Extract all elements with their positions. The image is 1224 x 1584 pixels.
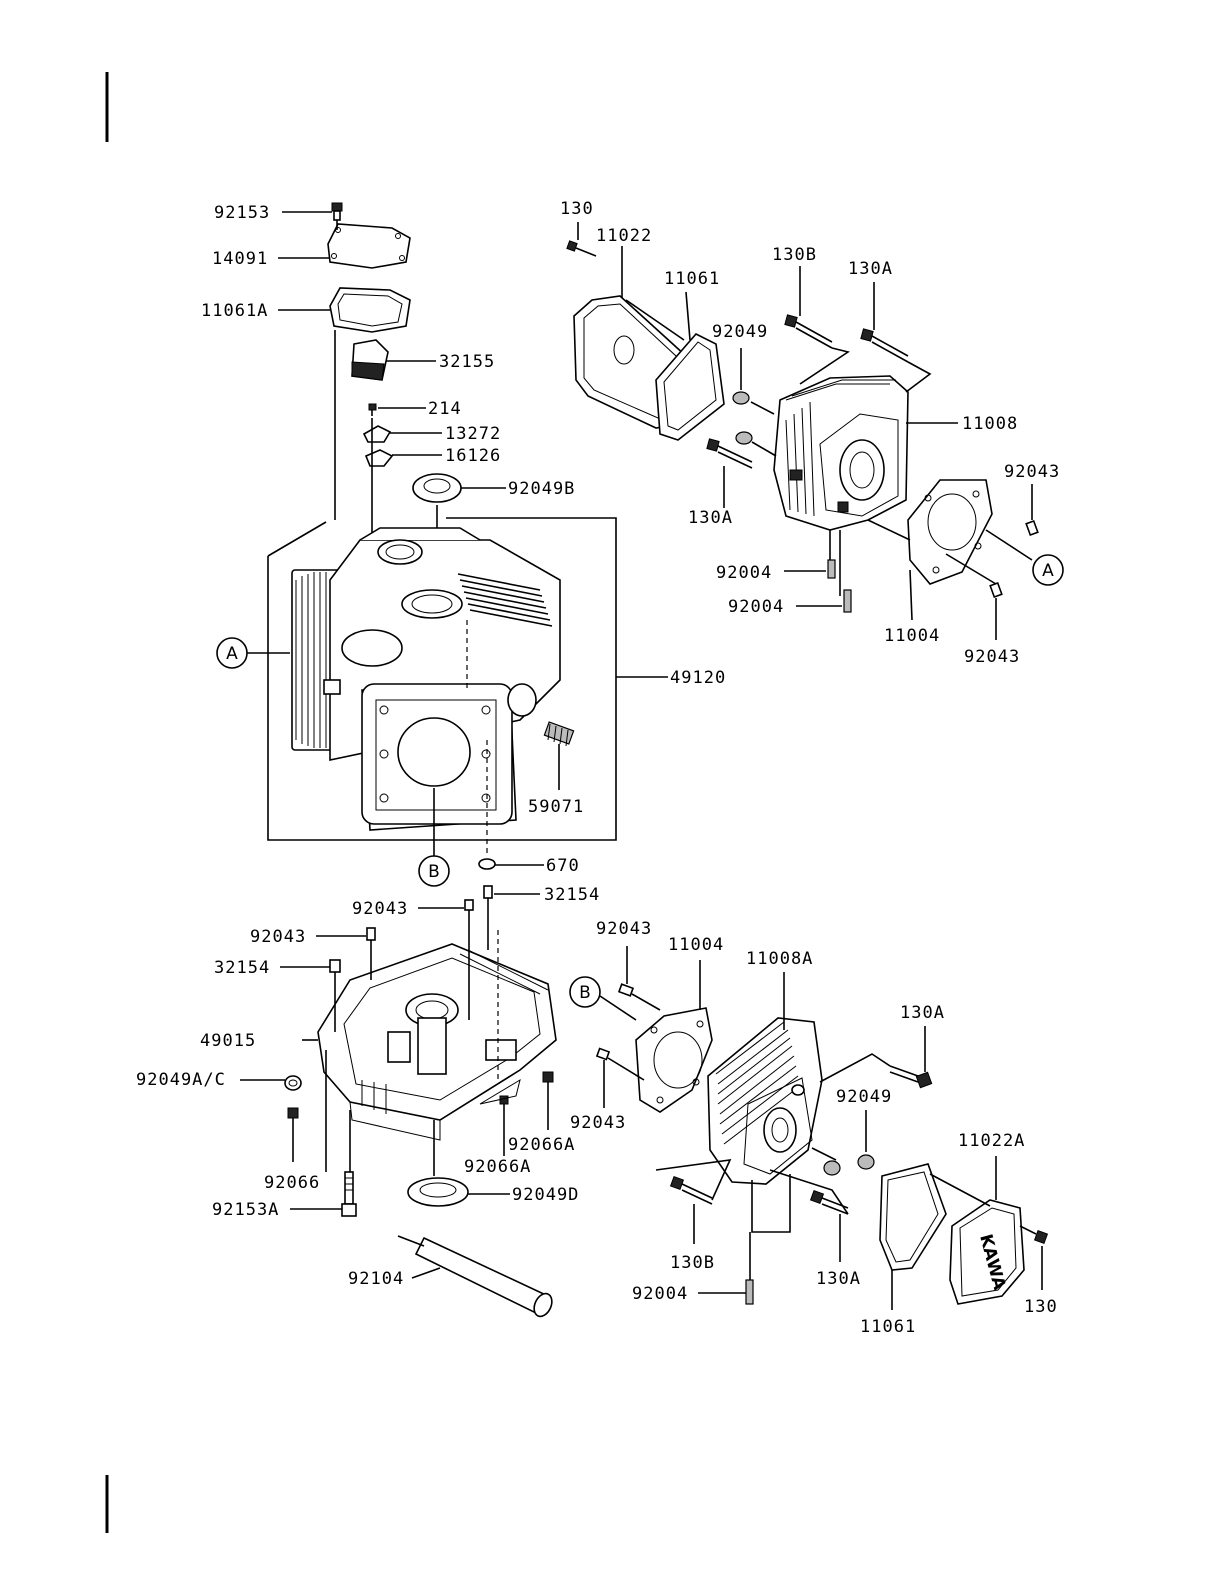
label-11022: 11022 bbox=[596, 226, 652, 246]
label-49120: 49120 bbox=[670, 668, 726, 688]
stud-92004-a[interactable] bbox=[828, 560, 835, 578]
bolt-130A-top[interactable] bbox=[861, 329, 908, 362]
label-32154-a: 32154 bbox=[544, 885, 600, 905]
label-92049D: 92049D bbox=[512, 1185, 579, 1205]
label-130A-top: 130A bbox=[848, 259, 893, 279]
crankcase-49120[interactable] bbox=[292, 528, 560, 830]
label-130B-top: 130B bbox=[772, 245, 817, 265]
label-11061A: 11061A bbox=[201, 301, 268, 321]
callout-A-left: A bbox=[217, 638, 290, 668]
oil-seal-92049D[interactable] bbox=[408, 1178, 468, 1206]
crankcase-cover-49015[interactable] bbox=[318, 944, 556, 1140]
label-214: 214 bbox=[428, 399, 462, 419]
head-gasket-11004-bottom[interactable] bbox=[636, 1008, 712, 1112]
oil-seal-92049B[interactable] bbox=[413, 474, 461, 502]
label-92043-b4: 92043 bbox=[570, 1113, 626, 1133]
dowel-92043-b2[interactable] bbox=[367, 928, 375, 940]
svg-text:B: B bbox=[579, 983, 591, 1003]
label-11008: 11008 bbox=[962, 414, 1018, 434]
label-92004-a: 92004 bbox=[716, 563, 772, 583]
svg-text:A: A bbox=[226, 644, 238, 664]
spring-59071[interactable] bbox=[544, 722, 573, 746]
gasket-11061-bottom[interactable] bbox=[880, 1164, 946, 1270]
label-14091: 14091 bbox=[212, 249, 268, 269]
bolt-92153[interactable] bbox=[332, 203, 342, 220]
label-130A-mid: 130A bbox=[688, 508, 733, 528]
gasket-11061A[interactable] bbox=[330, 288, 410, 332]
oil-seal-92049-top[interactable] bbox=[733, 392, 752, 444]
label-92043-r1: 92043 bbox=[1004, 462, 1060, 482]
svg-text:B: B bbox=[428, 862, 440, 882]
plug-92066[interactable] bbox=[288, 1108, 298, 1118]
label-670: 670 bbox=[546, 856, 580, 876]
label-130A-b2: 130A bbox=[816, 1269, 861, 1289]
label-92049-top: 92049 bbox=[712, 322, 768, 342]
reed-valve-32155[interactable] bbox=[352, 340, 388, 380]
head-gasket-11004-top[interactable] bbox=[908, 480, 992, 584]
dowel-92043-r1[interactable] bbox=[1026, 521, 1038, 535]
label-49015: 49015 bbox=[200, 1031, 256, 1051]
label-92049B: 92049B bbox=[508, 479, 575, 499]
label-130A-b1: 130A bbox=[900, 1003, 945, 1023]
label-11061-top: 11061 bbox=[664, 269, 720, 289]
screw-214[interactable] bbox=[369, 404, 376, 416]
label-92049AC: 92049A/C bbox=[136, 1070, 226, 1090]
bolt-130-top[interactable] bbox=[567, 241, 596, 256]
label-130-bottom: 130 bbox=[1024, 1297, 1058, 1317]
label-130-top: 130 bbox=[560, 199, 594, 219]
label-92043-b1: 92043 bbox=[352, 899, 408, 919]
cover-plate-14091[interactable] bbox=[328, 224, 410, 268]
label-11004-top: 11004 bbox=[884, 626, 940, 646]
label-59071: 59071 bbox=[528, 797, 584, 817]
label-92004-b: 92004 bbox=[728, 597, 784, 617]
label-92066A-a: 92066A bbox=[508, 1135, 575, 1155]
label-92043-b2: 92043 bbox=[250, 927, 306, 947]
label-92004-c: 92004 bbox=[632, 1284, 688, 1304]
collar-32154-b[interactable] bbox=[330, 960, 340, 972]
dowel-92043-b4[interactable] bbox=[597, 1049, 609, 1060]
label-16126: 16126 bbox=[445, 446, 501, 466]
bolt-92153A[interactable] bbox=[342, 1172, 356, 1216]
plate-13272[interactable] bbox=[364, 426, 390, 442]
label-11022A: 11022A bbox=[958, 1131, 1025, 1151]
label-11061-bottom: 11061 bbox=[860, 1317, 916, 1337]
plug-92066A-a[interactable] bbox=[543, 1072, 553, 1082]
dowel-92043-r2[interactable] bbox=[990, 583, 1002, 597]
label-92043-b3: 92043 bbox=[596, 919, 652, 939]
callout-B-top: B bbox=[419, 856, 449, 886]
label-32154-b: 32154 bbox=[214, 958, 270, 978]
dowel-92043-b3[interactable] bbox=[619, 984, 633, 996]
label-92153: 92153 bbox=[214, 203, 270, 223]
o-ring-670[interactable] bbox=[479, 859, 495, 869]
label-92066A-b: 92066A bbox=[464, 1157, 531, 1177]
callout-B-bottom: B bbox=[570, 977, 636, 1020]
oil-seal-92049AC[interactable] bbox=[285, 1076, 301, 1090]
label-92104: 92104 bbox=[348, 1269, 404, 1289]
rocker-cover-11022A[interactable]: KAWA bbox=[950, 1200, 1024, 1304]
collar-32154-a[interactable] bbox=[484, 886, 492, 898]
label-32155: 32155 bbox=[439, 352, 495, 372]
bolt-130A-b2[interactable] bbox=[811, 1191, 848, 1214]
bolt-130B-bottom[interactable] bbox=[671, 1177, 712, 1204]
label-92153A: 92153A bbox=[212, 1200, 279, 1220]
label-130B-bottom: 130B bbox=[670, 1253, 715, 1273]
stud-92004-b[interactable] bbox=[844, 590, 851, 612]
svg-text:A: A bbox=[1042, 561, 1054, 581]
label-11004-bottom: 11004 bbox=[668, 935, 724, 955]
cylinder-head-11008A[interactable] bbox=[708, 1018, 822, 1184]
label-13272: 13272 bbox=[445, 424, 501, 444]
sealant-tube-92104[interactable] bbox=[398, 1236, 555, 1319]
bolt-130-bottom[interactable] bbox=[1020, 1226, 1047, 1243]
label-92043-r2: 92043 bbox=[964, 647, 1020, 667]
callout-A-right: A bbox=[1033, 555, 1063, 585]
plate-16126[interactable] bbox=[366, 450, 392, 466]
label-92049-bottom: 92049 bbox=[836, 1087, 892, 1107]
cylinder-head-11008[interactable] bbox=[774, 376, 908, 530]
bolt-130B-top[interactable] bbox=[785, 315, 832, 348]
label-92066: 92066 bbox=[264, 1173, 320, 1193]
stud-92004-c[interactable] bbox=[746, 1280, 753, 1304]
label-11008A: 11008A bbox=[746, 949, 813, 969]
dowel-92043-b1[interactable] bbox=[465, 900, 473, 910]
